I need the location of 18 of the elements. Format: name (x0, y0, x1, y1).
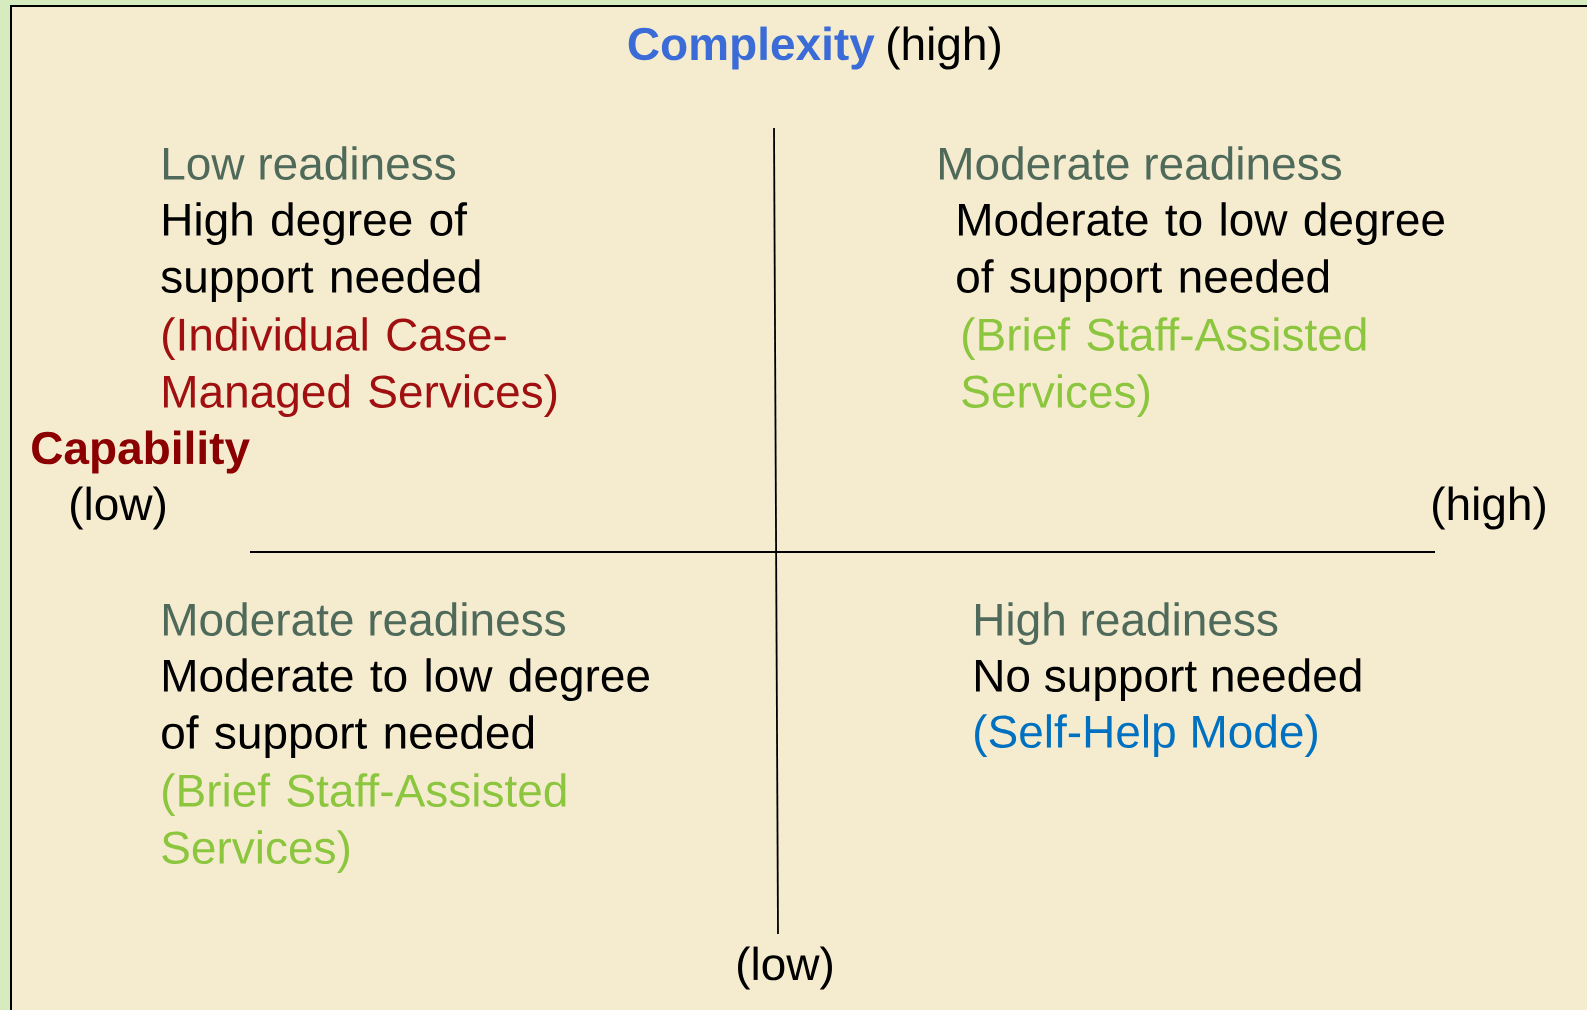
service-label: (Brief Staff-Assisted Services) (162, 773, 566, 874)
quadrant-heading: High readiness (976, 602, 1278, 646)
axis-end-label: (low) (738, 946, 832, 990)
axis-end-label: (low) (71, 486, 165, 530)
service-label: (Brief Staff-Assisted Services) (962, 317, 1366, 418)
axis-end-label: (high) (888, 26, 1000, 70)
quadrant-heading: Moderate readiness (164, 602, 565, 636)
quadrant-heading: Moderate readiness (940, 146, 1341, 180)
quadrant-heading: Low readiness (164, 146, 456, 180)
quadrant-text: High degree of support needed (161, 202, 480, 303)
quadrant-text: Moderate to low degree of support needed (162, 658, 649, 759)
quadrant-text: No support needed (976, 658, 1361, 702)
quadrant-text: Moderate to low degree of support needed (957, 202, 1444, 303)
axis-end-label: (high) (1433, 486, 1545, 530)
axis-title: Complexity (628, 26, 875, 70)
axis-title: Capability (32, 430, 250, 474)
service-label: (Individual Case-Managed Services) (163, 317, 557, 418)
service-label: (Self-Help Mode) (975, 714, 1317, 758)
